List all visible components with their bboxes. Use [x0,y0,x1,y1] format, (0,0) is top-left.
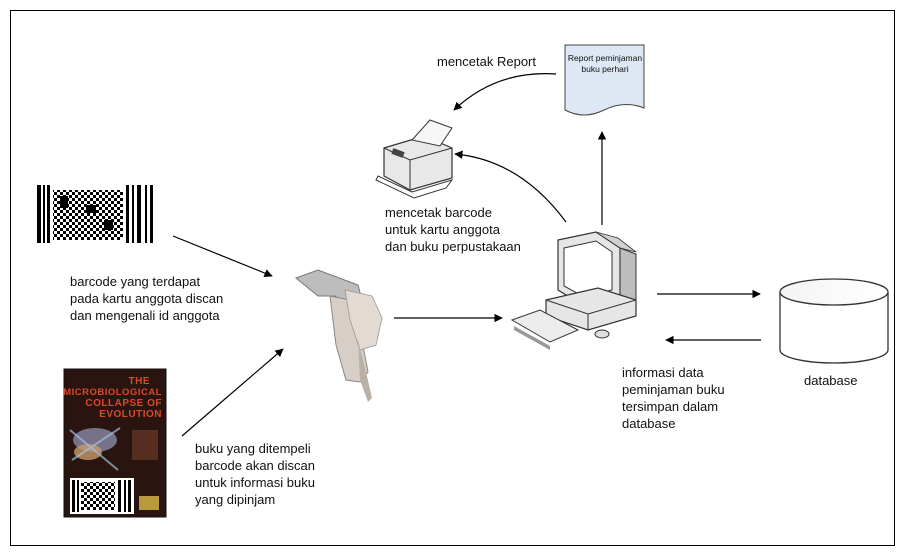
barcode-scanner-image [295,269,383,402]
arrow-computer-to-printer [454,150,567,223]
member-card-scan-label: barcode yang terdapat pada kartu anggota… [70,274,224,323]
book-title-line: EVOLUTION [99,409,162,420]
computer-image [510,231,637,350]
database-label: database [804,373,858,388]
arrow-report-to-printer [453,73,557,111]
report-document-label: Report peminjaman buku perhari [567,53,643,74]
info-saved-label: informasi data peminjaman buku tersimpan… [622,365,725,431]
print-report-label: mencetak Report [437,54,536,69]
book-cover-image: THE MICROBIOLOGICAL COLLAPSE OF EVOLUTIO… [63,368,167,518]
print-barcode-label: mencetak barcode untuk kartu anggota dan… [385,205,521,254]
book-title-line: COLLAPSE OF [85,398,162,409]
arrow-book-to-scanner [181,348,284,437]
database-cylinder [779,278,889,364]
member-barcode-image [37,185,153,243]
book-title-line: THE [129,376,151,387]
arrow-card-to-scanner [172,235,273,278]
diagram-frame [10,10,895,546]
book-scan-label: buku yang ditempeli barcode akan discan … [195,441,315,507]
book-title-line: MICROBIOLOGICAL [63,387,162,398]
flow-arrows [172,73,761,437]
report-document-image [564,44,645,116]
printer-image [375,119,454,199]
